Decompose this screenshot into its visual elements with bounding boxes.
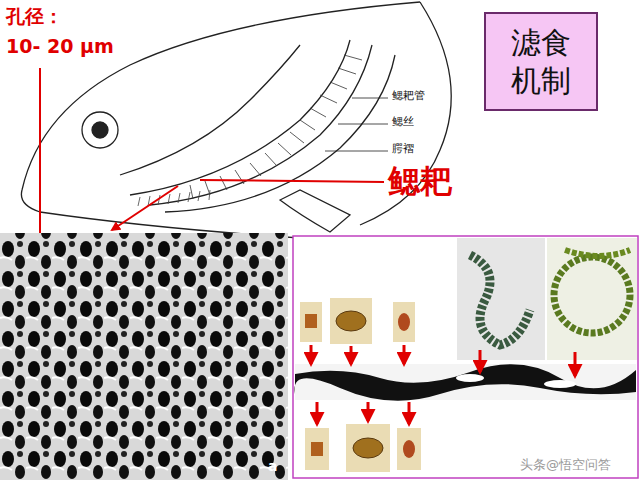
micrograph — [0, 233, 288, 480]
part-name: 鳃耙管 — [392, 90, 425, 103]
part-name: 鳃丝 — [392, 116, 414, 129]
title-box: 滤食 机制 — [484, 12, 598, 111]
figure-letter: a — [268, 458, 277, 474]
part-name: 腭褶 — [392, 143, 414, 156]
gill-rakers — [138, 190, 210, 206]
gill-filaments — [190, 55, 362, 199]
box-title: 滤食 机制 — [508, 24, 574, 99]
dimension-label: 10- 20 μm — [6, 36, 114, 58]
dimension-label: 孔径： — [6, 6, 63, 28]
part-name: 鳃耙 — [388, 163, 452, 200]
algae-photo — [457, 238, 637, 360]
watermark: 头条@悟空问答 — [520, 458, 611, 473]
leader-line — [325, 98, 388, 151]
pointer-arrow — [311, 345, 575, 424]
filter-panel — [293, 236, 638, 478]
raker-section — [295, 364, 636, 401]
